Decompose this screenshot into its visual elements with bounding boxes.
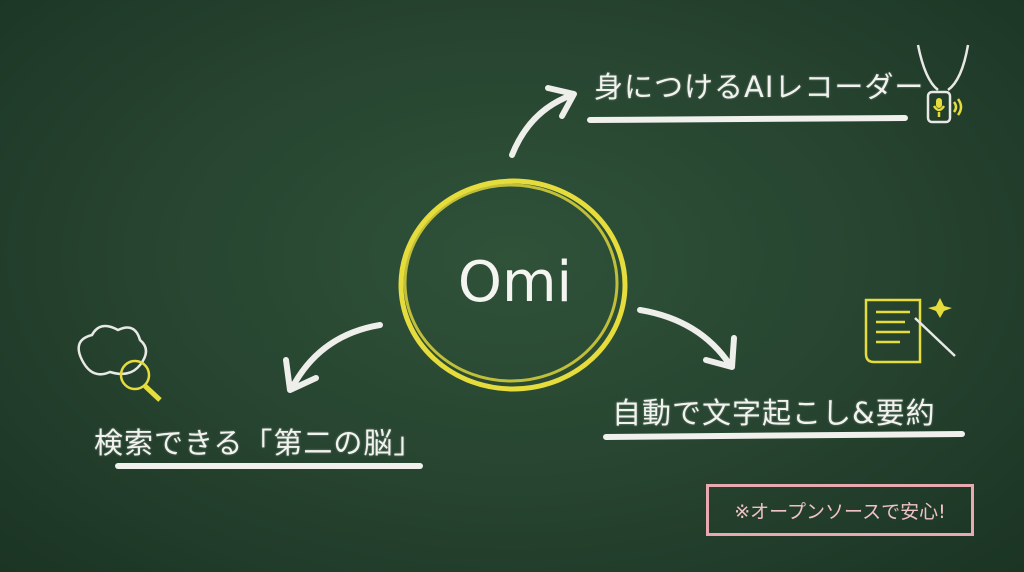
- center-circle: [398, 178, 628, 392]
- feature-auto-transcription: 自動で文字起こし&要約: [612, 396, 936, 430]
- feature-wearable-recorder: 身につけるAIレコーダー: [594, 70, 925, 104]
- open-source-note: ※オープンソースで安心!: [706, 484, 974, 536]
- arrows: [283, 85, 737, 393]
- arrow-bottom-left: [283, 322, 383, 393]
- brain-magnifier-icon: [77, 324, 162, 402]
- feature-second-brain: 検索できる「第二の脳」: [94, 426, 424, 460]
- pendant-recorder-icon: [916, 44, 970, 124]
- scroll-magic-wand-icon: [864, 298, 956, 364]
- arrow-top-right: [509, 85, 577, 158]
- arrow-bottom-right: [637, 307, 737, 370]
- center-label: Omi: [457, 250, 573, 315]
- underlines: [115, 115, 965, 469]
- open-source-note-text: ※オープンソースで安心!: [734, 500, 946, 523]
